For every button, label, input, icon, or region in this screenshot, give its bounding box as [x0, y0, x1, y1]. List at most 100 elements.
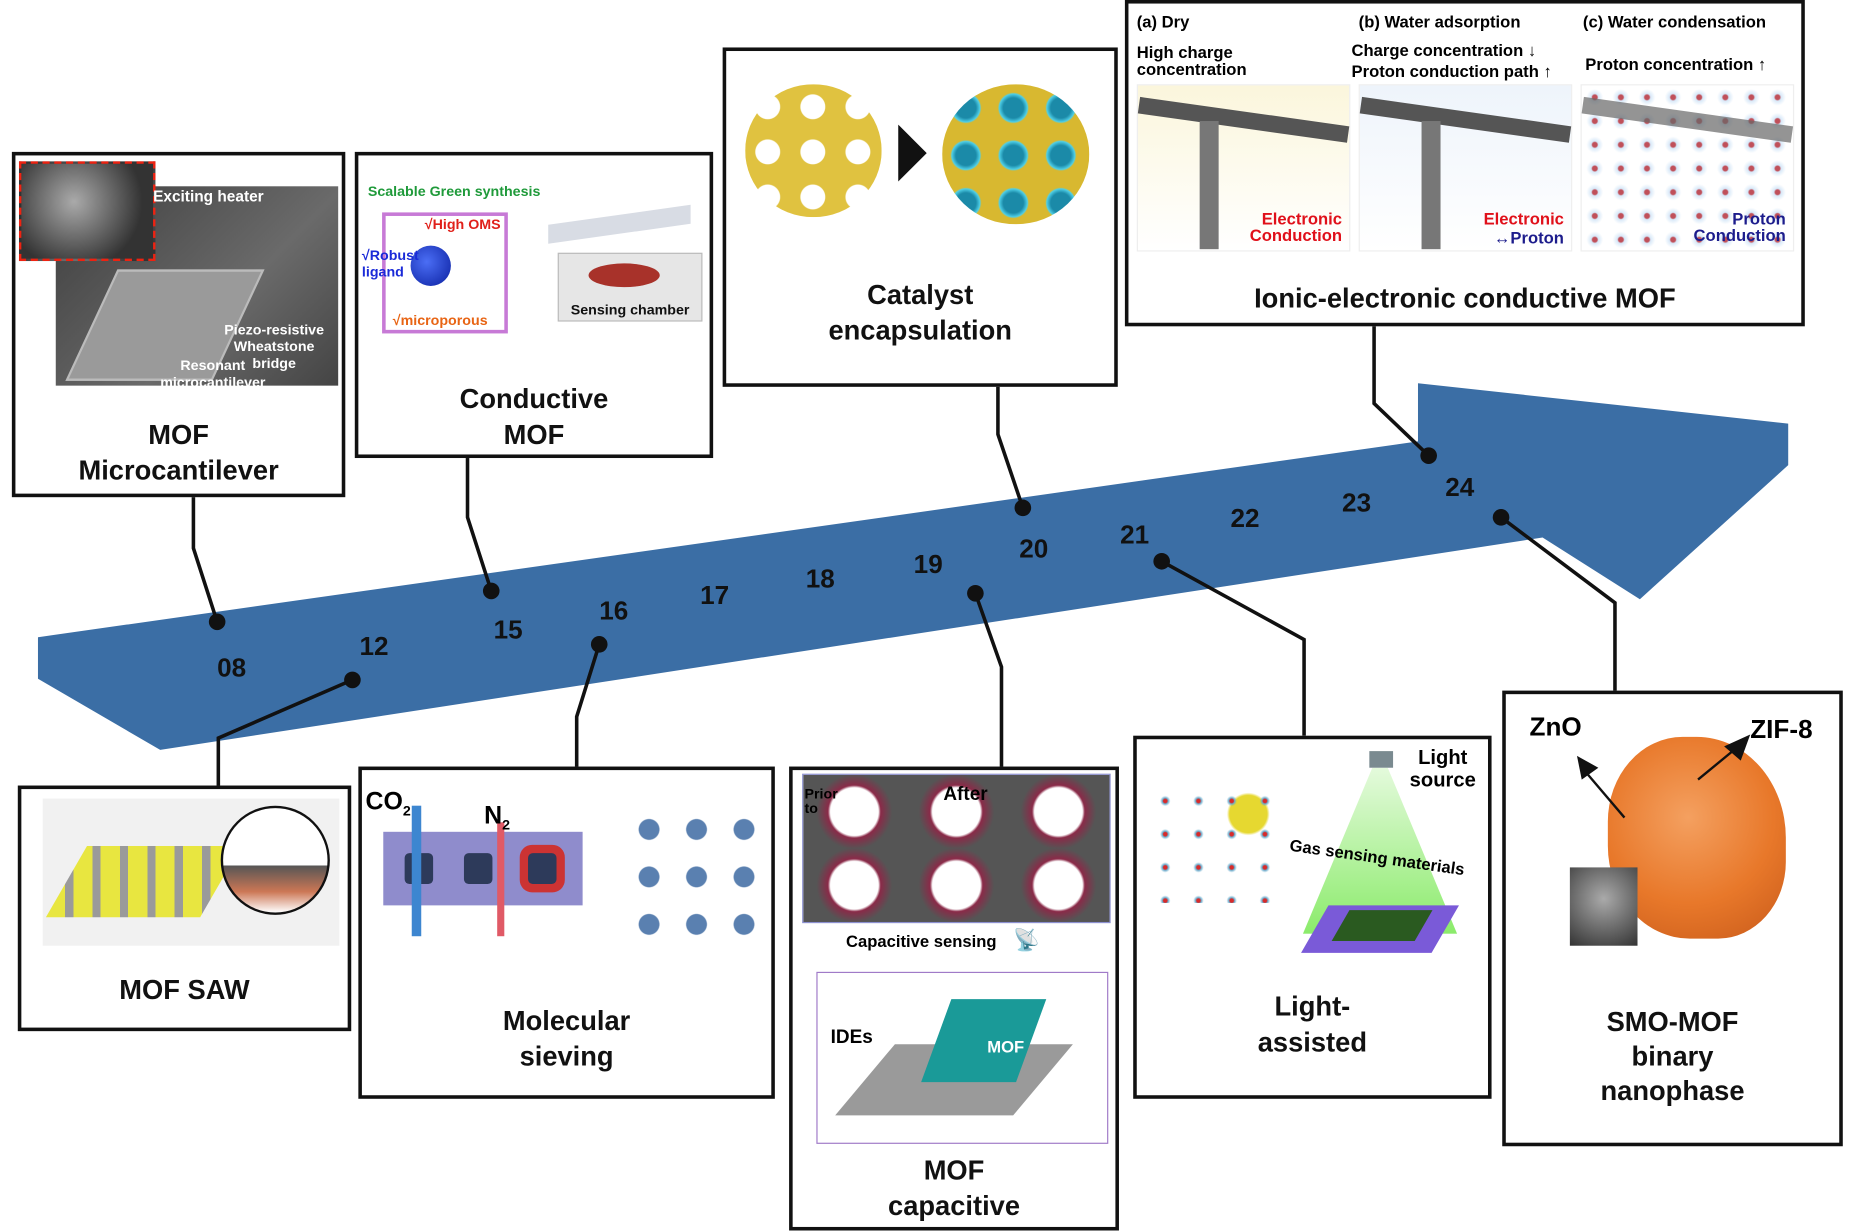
year-label: 21 — [1120, 519, 1150, 550]
label-wheatstone-bridge: Piezo-resistive Wheatstone bridge — [224, 321, 324, 372]
label-mof: MOF — [987, 1037, 1025, 1057]
label-b-mode-proton: ↔Proton — [1493, 227, 1564, 247]
chip-sensing-area — [1331, 910, 1433, 941]
label-co2: CO2 — [365, 787, 411, 824]
panel-conductive-mof: Scalable Green synthesis √High OMS √Robu… — [354, 151, 714, 459]
year-label: 23 — [1342, 487, 1372, 518]
nanophase-image — [1607, 736, 1786, 939]
panel-mof-capacitive: Prior to After Capacitive sensing 📡 IDEs… — [789, 766, 1119, 1231]
saw-device-image — [42, 798, 340, 946]
panel-title: MOF SAW — [119, 974, 250, 1006]
year-label: 08 — [217, 652, 247, 683]
sensing-chamber-image — [557, 252, 703, 322]
label-prior-to: Prior to — [804, 785, 838, 817]
dry-structure-image — [1136, 84, 1351, 252]
year-label: 22 — [1230, 503, 1260, 533]
timeline-arrow — [37, 383, 1789, 750]
panel-title: Catalyst encapsulation — [828, 278, 1012, 346]
panel-mof-saw: MOF SAW — [17, 785, 352, 1032]
label-c-water-condensation: (c) Water condensation — [1582, 11, 1766, 31]
panel-title: Light- assisted — [1257, 990, 1368, 1058]
framework-strand — [1359, 96, 1572, 143]
panel-molecular-sieving: CO2 N2 Molecular sieving — [358, 766, 775, 1099]
co2-subscript: 2 — [402, 802, 411, 819]
dot-20 — [1014, 499, 1032, 517]
label-light-source: Light source — [1409, 746, 1476, 792]
label-sensing-chamber: Sensing chamber — [570, 301, 690, 319]
label-c-mode: Proton Conduction — [1693, 208, 1786, 245]
dot-24b — [1492, 509, 1510, 526]
water-condensation-structure-image — [1580, 84, 1795, 252]
year-label: 16 — [599, 595, 629, 626]
framework-strand — [1137, 96, 1350, 143]
label-a-sub: High charge concentration — [1136, 42, 1247, 79]
dot-12 — [344, 671, 361, 689]
magnified-view — [220, 805, 330, 915]
panel-title: SMO-MOF binary nanophase — [1600, 1006, 1745, 1106]
panel-title: Ionic-electronic conductive MOF — [1254, 282, 1676, 314]
sensor-chip — [1301, 905, 1459, 953]
pointer-arrows — [1576, 734, 1751, 819]
co2-text: CO — [365, 787, 403, 816]
year-label: 15 — [493, 614, 523, 645]
connector-sieving — [574, 643, 601, 767]
label-zno: ZnO — [1529, 711, 1582, 742]
connector-microcantilever — [191, 495, 219, 623]
year-label: 20 — [1019, 533, 1049, 564]
year-label: 17 — [700, 580, 730, 610]
label-microporous: √microporous — [392, 312, 488, 329]
sem-inset — [1569, 867, 1638, 946]
light-source-icon — [1369, 751, 1394, 768]
label-robust-ligand: √Robust ligand — [361, 246, 419, 281]
n2-flow-arrow — [497, 822, 505, 937]
n2-subscript: 2 — [502, 816, 511, 834]
connector-ionic — [1372, 325, 1430, 457]
chamber-lid — [548, 204, 691, 244]
year-label: 24 — [1445, 472, 1475, 502]
year-label: 12 — [359, 631, 389, 661]
label-after: After — [943, 784, 988, 805]
water-adsorption-structure-image — [1358, 84, 1573, 252]
connector-lines — [191, 325, 1617, 786]
label-capacitive-sensing: Capacitive sensing — [846, 931, 997, 951]
panel-title: Molecular sieving — [502, 1005, 631, 1072]
dot-24a — [1420, 447, 1437, 464]
connector-smo — [1499, 515, 1617, 691]
framework-strand — [1199, 121, 1219, 250]
saw-electrodes — [45, 846, 242, 918]
connector-conductive — [465, 456, 493, 592]
connector-catalyst — [996, 385, 1025, 509]
label-a-dry: (a) Dry — [1136, 11, 1190, 31]
label-b-sub: Charge concentration ↓ Proton conduction… — [1351, 40, 1552, 81]
panel-light-assisted: Light source Gas sensing materials Light… — [1133, 735, 1492, 1099]
label-a-mode: Electronic Conduction — [1249, 208, 1343, 245]
arrow-right-icon — [898, 124, 927, 182]
encapsulated-framework-icon — [942, 84, 1090, 225]
connector-saw — [216, 678, 354, 786]
dot-08 — [208, 613, 226, 631]
ide-device-image — [816, 971, 1109, 1144]
year-label: 18 — [805, 563, 835, 594]
dot-21 — [1153, 552, 1170, 570]
panel-mof-microcantilever: Exciting heater Piezo-resistive Wheatsto… — [11, 151, 346, 498]
panel-ionic-electronic-mof: (a) Dry High charge concentration Electr… — [1124, 0, 1805, 327]
panel-title: MOF capacitive — [888, 1154, 1021, 1222]
honeycomb-framework-icon — [745, 84, 882, 218]
label-b-mode-electronic: Electronic — [1483, 208, 1564, 228]
n2-text: N — [484, 802, 503, 830]
label-green-synthesis: Scalable Green synthesis — [367, 182, 541, 200]
molecule-icon — [410, 245, 451, 286]
label-c-sub: Proton concentration ↑ — [1585, 54, 1767, 74]
connector-dots — [208, 447, 1510, 689]
label-resonant-microcantilever: Resonant microcantilever — [160, 357, 266, 391]
panel-smo-mof: ZnO ZIF-8 SMO-MOF binary nanophase — [1502, 690, 1843, 1147]
dot-16 — [590, 636, 608, 653]
mof-cage-icon — [382, 212, 508, 334]
label-exciting-heater: Exciting heater — [153, 187, 264, 206]
label-ides: IDEs — [830, 1027, 873, 1048]
label-zif-8: ZIF-8 — [1750, 714, 1813, 744]
pore-highlighted — [528, 853, 557, 885]
dot-19 — [967, 584, 984, 602]
framework-strand — [1421, 121, 1441, 250]
